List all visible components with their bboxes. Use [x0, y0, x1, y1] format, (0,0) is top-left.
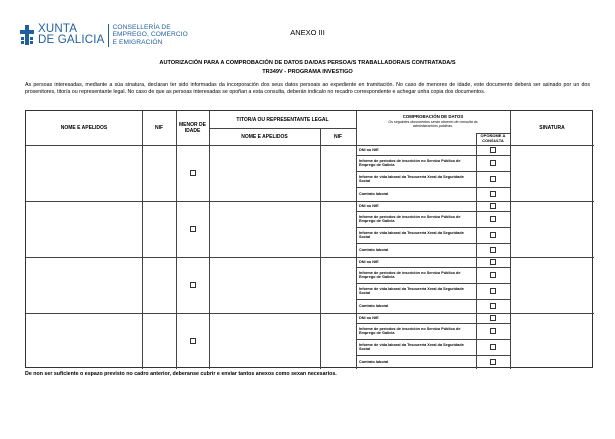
doc-divider: [356, 299, 510, 300]
oppose-checkbox[interactable]: [490, 147, 496, 153]
document-label: Informe de períodos de inscrición no Ser…: [359, 270, 461, 279]
document-label: Informe de vida laboral da Tesourería Xe…: [359, 230, 464, 239]
document-label: Informe de períodos de inscrición no Ser…: [359, 326, 461, 335]
document-label: Informe de períodos de inscrición no Ser…: [359, 158, 461, 167]
document-label: Informe de períodos de inscrición no Ser…: [359, 214, 461, 223]
procedure-code: TR349V - PROGRAMA INVESTIGO: [262, 69, 353, 75]
header-nif: NIF: [154, 125, 164, 131]
doc-divider: [356, 243, 510, 244]
header-minor-line1: MENOR DE: [179, 122, 206, 128]
oppose-checkbox[interactable]: [490, 216, 496, 222]
header-guardian-name: NOME E APELIDOS: [241, 133, 288, 140]
header-data-check: COMPROBACIÓN DE DATOS Os seguintes docum…: [356, 111, 510, 133]
header-oppose-line2: CONSULTA: [482, 138, 504, 143]
col-divider-guardian: [209, 111, 210, 369]
intro-paragraph: As persoas interesadas, mediante a súa s…: [25, 82, 590, 96]
doc-divider: [356, 187, 510, 188]
doc-divider: [356, 339, 510, 340]
minor-checkbox[interactable]: [189, 226, 196, 232]
header: XUNTA DE GALICIA CONSELLERÍA DE EMPREGO,…: [19, 23, 599, 54]
header-bottom-line: [26, 145, 594, 146]
xunta-emblem-icon: [20, 25, 34, 45]
doc-divider: [356, 355, 510, 356]
doc-divider: [356, 283, 510, 284]
col-divider-guardian-nif: [320, 128, 321, 369]
oppose-checkbox[interactable]: [490, 288, 496, 294]
document-label: Informe de vida laboral da Tesourería Xe…: [359, 286, 464, 295]
footer-note: De non ser suficiente o espazo previsto …: [25, 371, 337, 377]
row-divider: [26, 201, 594, 202]
header-name: NOME E APELIDOS: [60, 125, 108, 131]
oppose-checkbox[interactable]: [490, 191, 496, 197]
document-label: Contrato laboral: [359, 191, 389, 196]
document-label: DNI ou NIE: [359, 315, 379, 320]
col-divider-oppose: [476, 133, 477, 369]
header-signature: SINATURA: [539, 125, 565, 131]
oppose-checkbox[interactable]: [490, 160, 496, 166]
oppose-checkbox[interactable]: [490, 232, 496, 238]
header-check-sub1: Os seguintes documentos serán obxecto de…: [388, 119, 478, 124]
header-guardian: TITOR/A OU REPRESENTANTE LEGAL: [236, 116, 329, 123]
doc-divider: [356, 211, 510, 212]
logo-dept-line2: EMPREGO, COMERCIO: [112, 31, 188, 39]
oppose-checkbox[interactable]: [490, 272, 496, 278]
annex-label: ANEXO III: [290, 28, 325, 37]
header-oppose: OPÓÑOME Á CONSULTA: [476, 133, 510, 145]
document-title: AUTORIZACIÓN PARA A COMPROBACIÓN DE DATO…: [159, 60, 456, 66]
oppose-checkbox[interactable]: [490, 315, 496, 321]
authorization-table: NOME E APELIDOS NIF MENOR DE IDADE TITOR…: [25, 110, 594, 369]
oppose-checkbox[interactable]: [490, 259, 496, 265]
header-check-title: COMPROBACIÓN DE DATOS: [402, 114, 464, 120]
doc-divider: [356, 323, 510, 324]
oppose-checkbox[interactable]: [490, 344, 496, 350]
oppose-checkbox[interactable]: [490, 176, 496, 182]
oppose-checkbox[interactable]: [490, 328, 496, 334]
document-label: DNI ou NIE: [359, 203, 379, 208]
document-label: Informe de vida laboral da Tesourería Xe…: [359, 342, 464, 351]
oppose-checkbox[interactable]: [490, 247, 496, 253]
minor-checkbox[interactable]: [189, 170, 196, 176]
logo-dept-line1: CONSELLERÍA DE: [112, 24, 171, 31]
logo-brand-line1: XUNTA: [38, 23, 78, 35]
row-divider: [26, 313, 594, 314]
document-label: DNI ou NIE: [359, 147, 379, 152]
header-guardian-nif: NIF: [333, 133, 343, 140]
header-minor-line2: IDADE: [184, 128, 201, 134]
doc-divider: [356, 267, 510, 268]
header-minor: MENOR DE IDADE: [176, 111, 209, 145]
minor-checkbox[interactable]: [189, 282, 196, 288]
doc-divider: [356, 227, 510, 228]
header-divider-guardian: [209, 128, 356, 129]
header-oppose-line1: OPÓÑOME Á: [480, 133, 506, 139]
document-label: Contrato laboral: [359, 247, 389, 252]
header-divider-oppose: [476, 133, 510, 134]
minor-checkbox[interactable]: [189, 338, 196, 344]
col-divider-signature: [510, 111, 511, 369]
logo-brand-line2: DE GALICIA: [38, 34, 105, 46]
xunta-logo: XUNTA DE GALICIA CONSELLERÍA DE EMPREGO,…: [19, 23, 188, 47]
document-label: Contrato laboral: [359, 359, 389, 364]
logo-divider: [107, 24, 109, 47]
oppose-checkbox[interactable]: [490, 203, 496, 209]
oppose-checkbox[interactable]: [490, 303, 496, 309]
col-divider-nif: [142, 111, 143, 369]
logo-brand: XUNTA DE GALICIA: [38, 23, 105, 46]
logo-department: CONSELLERÍA DE EMPREGO, COMERCIO E EMIGR…: [113, 24, 188, 46]
document-label: Contrato laboral: [359, 303, 389, 308]
col-divider-docs: [356, 111, 357, 369]
header-check-sub2: administracións públicas.: [412, 124, 454, 129]
document-label: DNI ou NIE: [359, 259, 379, 264]
col-divider-minor: [176, 111, 177, 369]
row-divider: [26, 257, 594, 258]
oppose-checkbox[interactable]: [490, 359, 496, 365]
document-label: Informe de vida laboral da Tesourería Xe…: [359, 174, 464, 183]
doc-divider: [356, 171, 510, 172]
doc-divider: [356, 155, 510, 156]
logo-dept-line3: E EMIGRACIÓN: [112, 38, 163, 46]
